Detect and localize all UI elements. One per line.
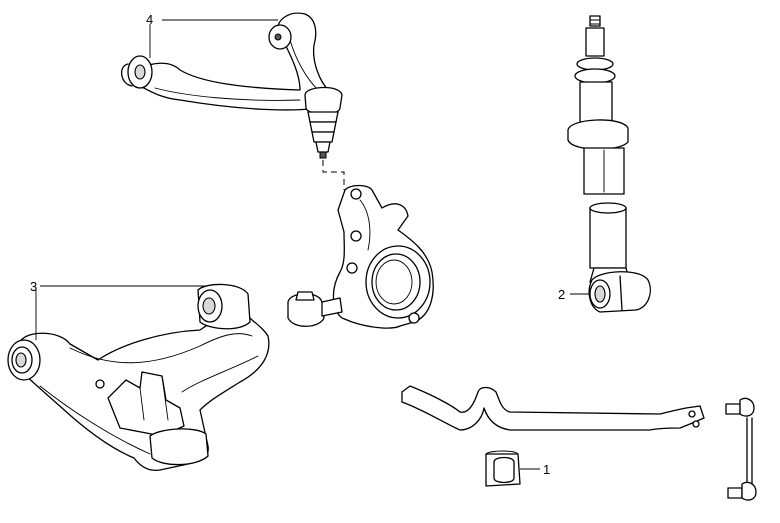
- stabilizer-link: [725, 397, 757, 501]
- upper-control-arm: [121, 12, 343, 159]
- stabilizer-bushing: [485, 450, 521, 487]
- stabilizer-bar: [401, 385, 705, 431]
- lower-control-arm: [7, 283, 270, 472]
- callout-3: 3: [30, 279, 37, 294]
- steering-knuckle: [287, 184, 434, 329]
- callout-1: 1: [543, 462, 550, 477]
- callout-4: 4: [146, 12, 153, 27]
- callout-2: 2: [558, 287, 565, 302]
- shock-absorber: [567, 15, 651, 313]
